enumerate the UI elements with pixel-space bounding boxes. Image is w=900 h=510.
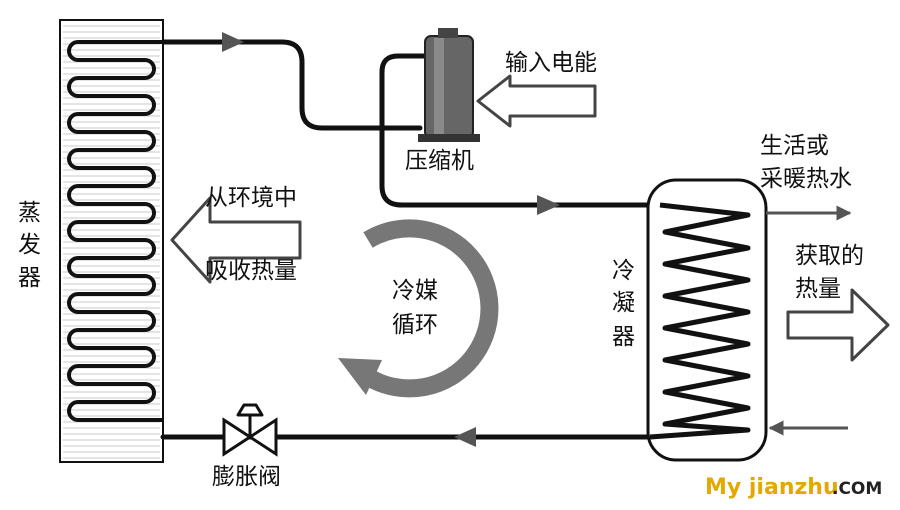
pipe-evaporator-to-compressor xyxy=(160,39,423,131)
flow-arrows xyxy=(222,32,560,447)
obtained-heat-arrow xyxy=(786,288,890,362)
input-energy-arrow xyxy=(476,74,597,128)
input-energy-label: 输入电能 xyxy=(505,50,597,76)
flow-arrow-2 xyxy=(537,195,560,215)
watermark: My jianzhu .COM xyxy=(705,475,882,500)
obtained-heat-label-1: 获取的 xyxy=(795,243,864,269)
labels: 蒸 发 器 压缩机 输入电能 从环境中 吸收热量 冷媒 循环 冷 凝 器 生活或… xyxy=(18,50,864,490)
condenser-coil xyxy=(649,202,751,440)
cycle-arrow xyxy=(338,219,499,398)
condenser-label-3: 器 xyxy=(612,324,635,350)
condenser xyxy=(646,178,768,462)
cycle-label-2: 循环 xyxy=(392,312,438,338)
absorb-heat-label-1: 从环境中 xyxy=(205,185,297,211)
output-label-1: 生活或 xyxy=(760,133,829,159)
evaporator-label-3: 器 xyxy=(18,265,41,291)
condenser-label-2: 凝 xyxy=(612,290,635,316)
pipe-compressor-loop xyxy=(379,53,663,208)
obtained-heat-label-2: 热量 xyxy=(795,276,841,302)
output-label-2: 采暖热水 xyxy=(760,166,852,192)
expansion-valve xyxy=(222,403,278,457)
condenser-label-1: 冷 xyxy=(612,258,635,284)
evaporator xyxy=(59,19,164,463)
expansion-valve-label: 膨胀阀 xyxy=(212,464,281,490)
flow-arrow-3 xyxy=(454,427,476,447)
absorb-heat-label-2: 吸收热量 xyxy=(205,258,297,284)
cycle-label-1: 冷媒 xyxy=(392,278,438,304)
flow-arrow-1 xyxy=(222,32,244,52)
absorb-heat-arrow xyxy=(170,196,302,284)
evaporator-label-1: 蒸 xyxy=(18,200,41,226)
compressor xyxy=(418,28,480,142)
evaporator-coil xyxy=(67,40,162,422)
compressor-label: 压缩机 xyxy=(405,148,474,174)
evaporator-label-2: 发 xyxy=(18,232,41,258)
watermark-brand: My jianzhu xyxy=(705,475,839,500)
watermark-suffix: .COM xyxy=(832,479,882,499)
